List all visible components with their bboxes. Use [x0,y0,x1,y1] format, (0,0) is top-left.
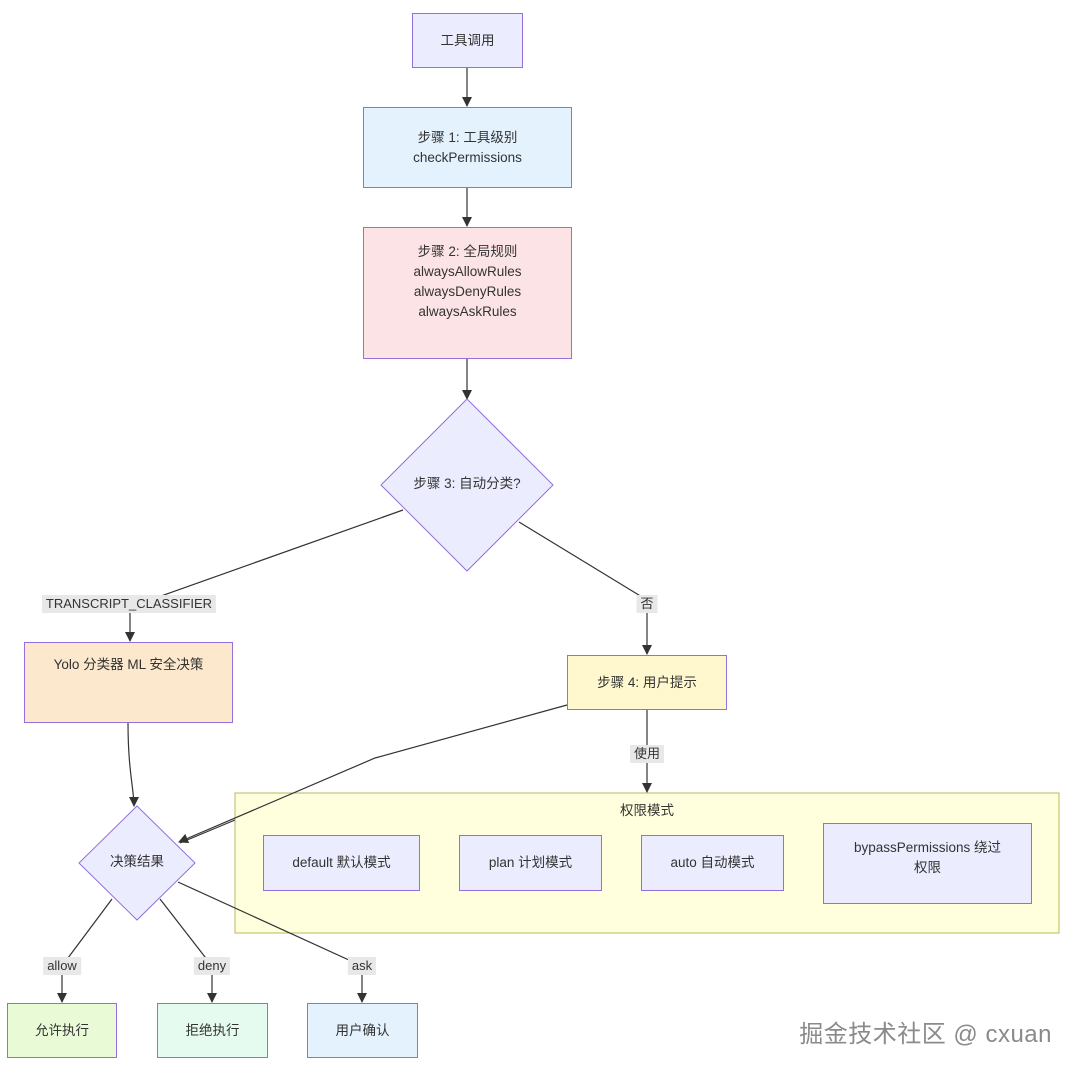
decision-label: 决策结果 [110,854,164,869]
mode-bypass-permissions: bypassPermissions 绕过 权限 [823,823,1032,904]
step1-node: 步骤 1: 工具级别 checkPermissions [363,107,572,188]
step3-diamond [380,398,554,572]
step3-label: 步骤 3: 自动分类? [413,476,521,491]
allow-exec-node: 允许执行 [7,1003,117,1058]
edge-label-no: 否 [636,595,658,613]
edge-label-classifier: TRANSCRIPT_CLASSIFIER [41,595,217,613]
yolo-classifier-node: Yolo 分类器 ML 安全决策 [24,642,233,723]
edge-yolo-decision [127,722,139,807]
mode-default: default 默认模式 [263,835,420,891]
mode-auto: auto 自动模式 [641,835,784,891]
tool-call-node: 工具调用 [412,13,523,68]
mode-plan: plan 计划模式 [459,835,602,891]
edge-label-allow: allow [43,957,81,975]
edge-label-use: 使用 [629,745,665,763]
edge-step3-step4 [518,521,652,655]
edge-step3-yolo [125,509,404,642]
permission-modes-cluster: 权限模式 [235,793,1059,933]
edge-label-deny: deny [193,957,231,975]
watermark: 掘金技术社区 @ cxuan [799,1021,1052,1048]
edge-cluster-decision [179,819,236,844]
edge-decision-allow [57,898,113,1003]
edge-decision-deny [159,898,217,1003]
step2-node: 步骤 2: 全局规则 alwaysAllowRules alwaysDenyRu… [363,227,572,359]
step4-node: 步骤 4: 用户提示 [567,655,727,710]
user-confirm-node: 用户确认 [307,1003,418,1058]
decision-diamond [78,805,196,921]
permission-modes-title: 权限模式 [620,803,674,818]
deny-exec-node: 拒绝执行 [157,1003,268,1058]
edge-step4-decision [178,704,568,844]
edge-label-ask: ask [347,957,377,975]
